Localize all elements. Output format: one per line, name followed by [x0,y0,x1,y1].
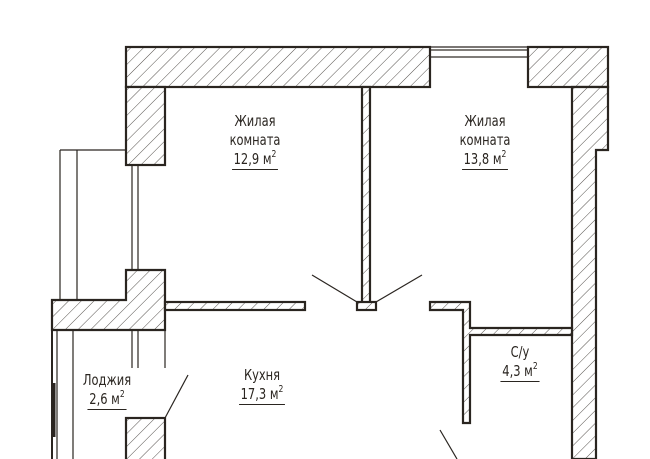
door-swing [311,274,358,303]
wall-top-right [526,45,610,89]
room-area: 13,8 м2 [461,149,509,170]
door-swing [164,374,189,419]
partition-bath [428,300,574,425]
door-swing [439,429,458,459]
room-name: Жилая [234,112,276,130]
room-name: С/у [510,343,530,361]
room-label-living-2: Жилая комната 13,8 м2 [443,112,528,170]
room-name: Жилая [464,112,506,130]
wall-top-left [124,45,432,89]
partition-kitchen-left [163,300,307,312]
wall-left-upper [124,85,167,167]
room-label-loggia: Лоджия 2,6 м2 [69,371,146,410]
room-area: 2,6 м2 [87,389,127,410]
partition-cap [355,300,378,312]
wall-left-middle [50,268,167,332]
room-area: 4,3 м2 [500,361,540,382]
room-label-bathroom: С/у 4,3 м2 [478,343,563,382]
partition-rooms [360,85,372,305]
room-label-kitchen: Кухня 17,3 м2 [220,366,305,405]
room-name: комната [229,131,281,149]
window-top [429,49,529,58]
room-area: 12,9 м2 [231,149,279,170]
room-name: Кухня [243,366,281,384]
room-label-living-1: Жилая комната 12,9 м2 [213,112,298,170]
wall-left-lower [124,416,167,459]
room-area: 17,3 м2 [238,384,286,405]
wall-right [570,85,610,459]
door-swing [375,274,423,303]
room-name: Лоджия [82,371,132,389]
room-name: комната [459,131,511,149]
